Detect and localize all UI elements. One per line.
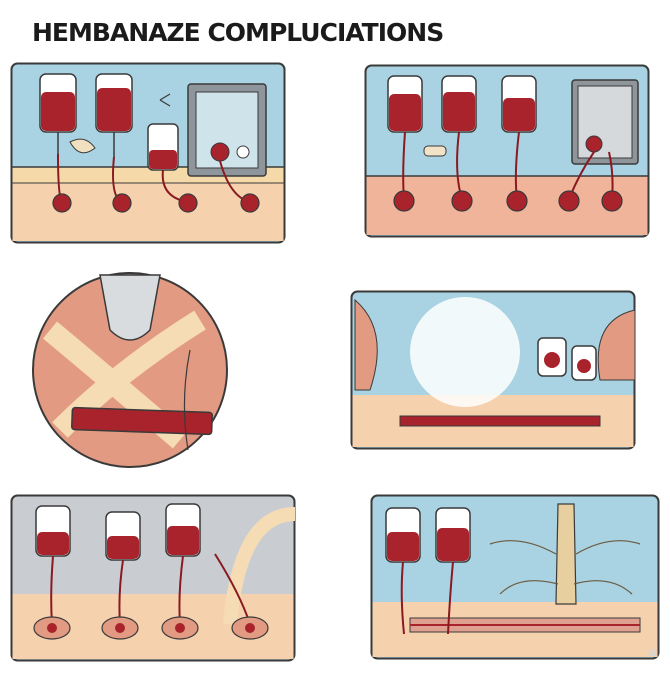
monitor-icon [187, 83, 267, 177]
watermark: ai [646, 645, 656, 659]
iv-bag-icon [165, 503, 201, 557]
blood-bag-icon [387, 75, 423, 133]
panel-tree-root-damage [370, 494, 660, 660]
iv-bag-icon [35, 505, 71, 557]
drip-chamber-icon [147, 123, 179, 171]
monitor-icon [571, 79, 639, 165]
panel-transfusion-monitor [10, 62, 286, 244]
blood-bag-icon [39, 73, 77, 154]
panel-magnified-vessel [30, 270, 230, 470]
tree-trunk-icon [489, 503, 641, 605]
panel-multi-line-infusion [10, 494, 296, 662]
blood-bag-icon [571, 345, 597, 381]
blood-bag-icon [441, 75, 477, 133]
page-title: HEMBANAZE COMPLUCIATIONS [32, 18, 444, 47]
blood-bag-icon [537, 337, 567, 377]
panel-multi-bag-transfusion [364, 64, 650, 238]
blood-bag-icon [501, 75, 537, 133]
blood-bag-icon [385, 507, 421, 563]
panel-vascular-burst [350, 290, 636, 450]
blood-bag-icon [435, 507, 471, 563]
iv-bag-icon [105, 511, 141, 561]
blood-bag-icon [95, 73, 133, 157]
